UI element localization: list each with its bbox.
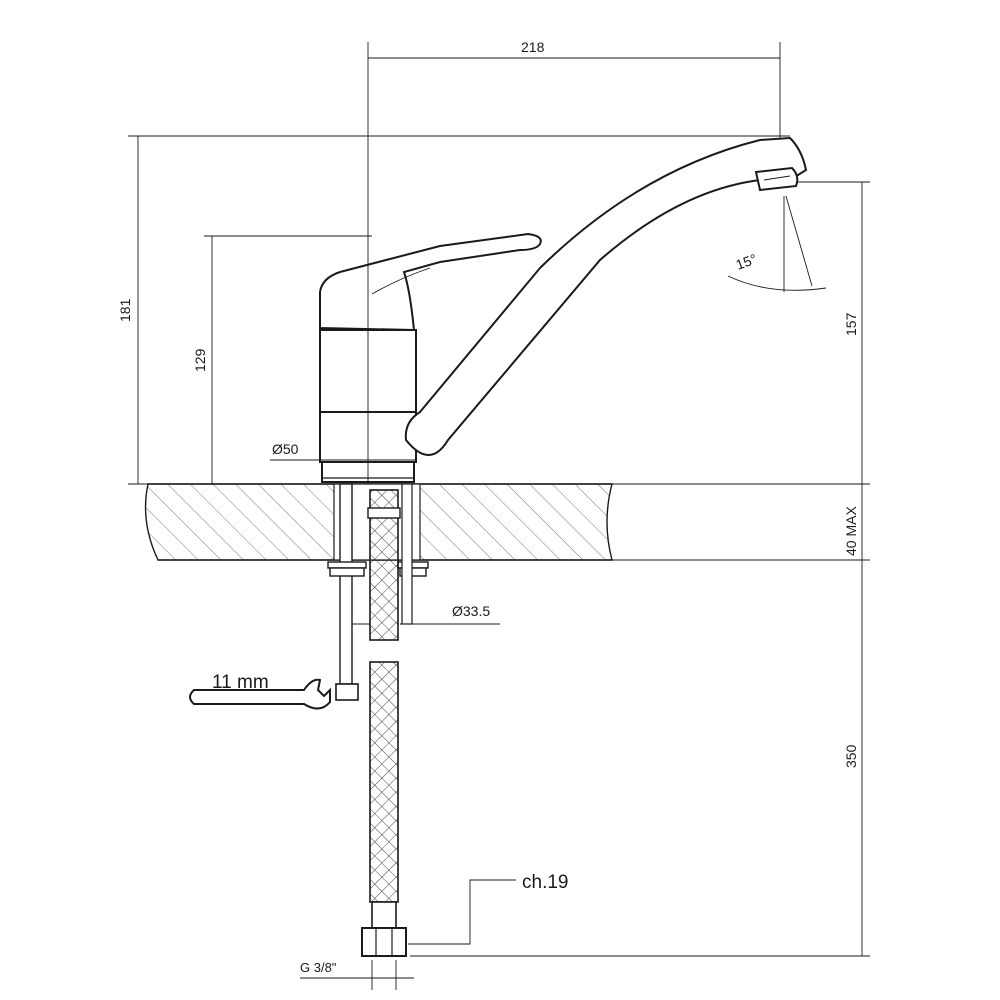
nut-wrench-size-label: ch.19 xyxy=(522,872,568,893)
spout-clearance-label: 157 xyxy=(843,312,859,336)
dimension-lines xyxy=(128,42,870,990)
total-height-label: 181 xyxy=(117,298,133,322)
countertop-thickness-label: 40 MAX xyxy=(843,506,859,556)
tilt-angle-label: 15° xyxy=(734,251,759,273)
lever-height-label: 129 xyxy=(192,348,208,372)
supply-assembly xyxy=(327,483,429,957)
spanner-icon xyxy=(189,678,331,710)
spout xyxy=(404,136,808,456)
lever-handle xyxy=(319,232,542,332)
spanner-size-label: 11 mm xyxy=(212,672,269,693)
thread-label: G 3/8" xyxy=(300,960,337,975)
body-diameter-label: Ø50 xyxy=(272,441,299,457)
hole-diameter-label: Ø33.5 xyxy=(452,603,490,619)
spout-reach-label: 218 xyxy=(521,39,545,55)
hose-length-label: 350 xyxy=(843,744,859,768)
